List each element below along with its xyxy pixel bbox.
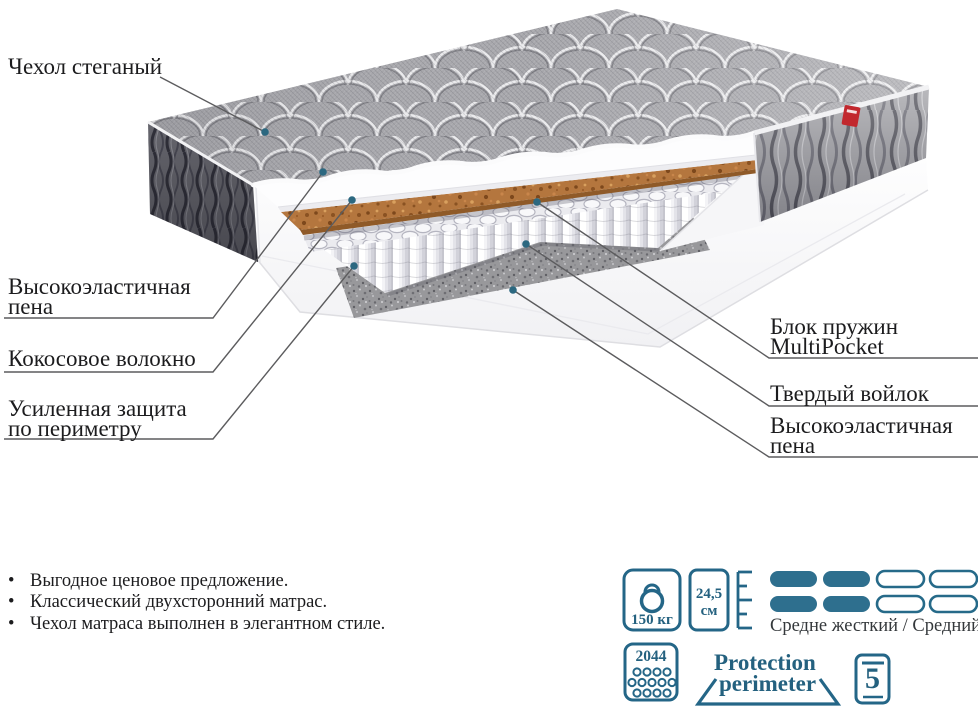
height-value: 24,5 bbox=[695, 586, 723, 602]
firmness-label: Средне жесткий / Средний bbox=[770, 616, 978, 636]
label-coconut-fiber: Кокосовое волокно bbox=[8, 346, 196, 371]
label-quilted-cover: Чехол стеганый bbox=[8, 54, 163, 79]
perimeter-frame-icon bbox=[694, 678, 842, 706]
weight-limit-value: 150 кг bbox=[631, 612, 673, 628]
bullet-icon: • bbox=[8, 614, 15, 634]
bullet-icon: • bbox=[8, 592, 15, 612]
springs-block bbox=[303, 173, 745, 297]
leader-dots bbox=[261, 128, 541, 294]
firmness-bars-empty bbox=[875, 569, 978, 614]
feature-item: •Выгодное ценовое предложение. bbox=[8, 571, 289, 591]
height-unit: см bbox=[700, 603, 718, 619]
feature-item: •Чехол матраса выполнен в элегантном сти… bbox=[8, 614, 386, 634]
top-foam-layer bbox=[253, 133, 757, 212]
springs-count-box bbox=[623, 642, 679, 702]
spec-icons bbox=[622, 568, 978, 706]
ruler-icon bbox=[736, 570, 752, 630]
brand-logo-tag bbox=[841, 105, 861, 127]
bullet-icon: • bbox=[8, 571, 15, 591]
warranty-icon-box bbox=[854, 653, 891, 705]
left-side-panel bbox=[148, 122, 258, 262]
springs-count-value: 2044 bbox=[635, 648, 667, 665]
firmness-bars bbox=[770, 571, 870, 612]
perimeter-foam-wall-right bbox=[659, 167, 764, 252]
springs-dots-icon bbox=[627, 667, 677, 698]
feature-item: •Классический двухсторонний матрас. bbox=[8, 592, 328, 612]
height-icon-box bbox=[688, 568, 730, 632]
right-quilted-border bbox=[753, 84, 930, 223]
label-felt: Твердый войлок bbox=[770, 381, 929, 406]
coconut-fiber-layer bbox=[281, 160, 758, 235]
weight-icon-box bbox=[622, 568, 682, 632]
protection-word-1: Protection bbox=[714, 650, 816, 675]
leader-lines bbox=[4, 76, 978, 458]
quilted-cover-top bbox=[147, 9, 929, 188]
kettlebell-icon bbox=[639, 583, 665, 614]
warranty-years: 5 bbox=[865, 662, 880, 695]
protection-word-2: perimeter bbox=[719, 671, 817, 696]
